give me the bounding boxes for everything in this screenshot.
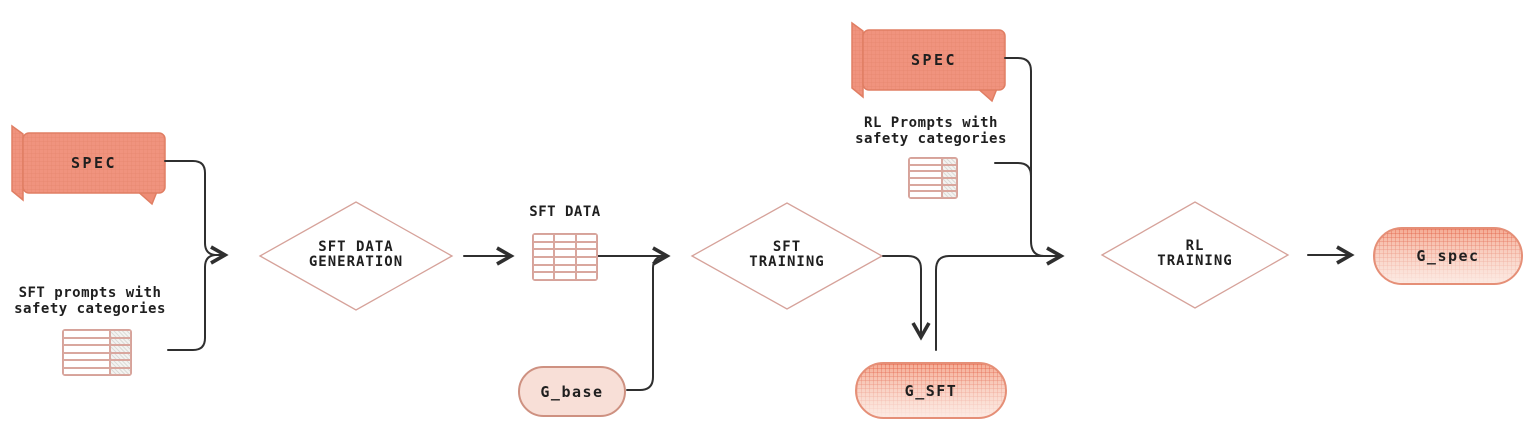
sft-training-label: SFT TRAINING [749,239,825,270]
spec-left-spine [11,124,24,202]
sft-data-table [532,233,598,281]
g-sft-node: G_SFT [855,362,1007,419]
sft-data-generation-diamond [258,201,454,311]
spec-document-top [851,21,1006,103]
g-base-label: G_base [540,382,604,401]
spec-left-label: SPEC [70,154,118,172]
g-sft-label: G_SFT [904,381,958,400]
g-spec-label: G_spec [1416,247,1480,265]
spec-top-label: SPEC [910,51,958,69]
rl-training-diamond [1100,201,1290,309]
arrow-g-sft-to-rl-training [935,246,1065,351]
spec-top-body [862,29,1006,91]
spec-left-body [22,132,166,194]
rl-prompts-table [908,157,958,199]
connector-g-base-riser [626,255,665,391]
g-base-node: G_base [518,366,626,417]
connector-rl-prompts-to-drop [994,162,1032,177]
spec-top-spine [851,21,864,99]
g-spec-node: G_spec [1373,227,1523,285]
sft-data-generation-label: SFT DATA GENERATION [308,239,404,270]
sft-prompts-table [62,329,132,376]
rl-training-label: RL TRAINING [1157,238,1233,269]
sft-data-caption: SFT DATA [529,204,601,220]
rl-prompts-caption: RL Prompts with safety categories [855,115,1007,147]
connector-sft-prompts-to-merge [167,254,216,351]
sft-prompts-caption: SFT prompts with safety categories [14,285,166,317]
connector-spec-top-drop [1004,57,1045,257]
arrow-training-to-g-sft [882,255,931,341]
connector-spec-left-to-merge [164,160,216,256]
spec-document-left [11,124,166,206]
